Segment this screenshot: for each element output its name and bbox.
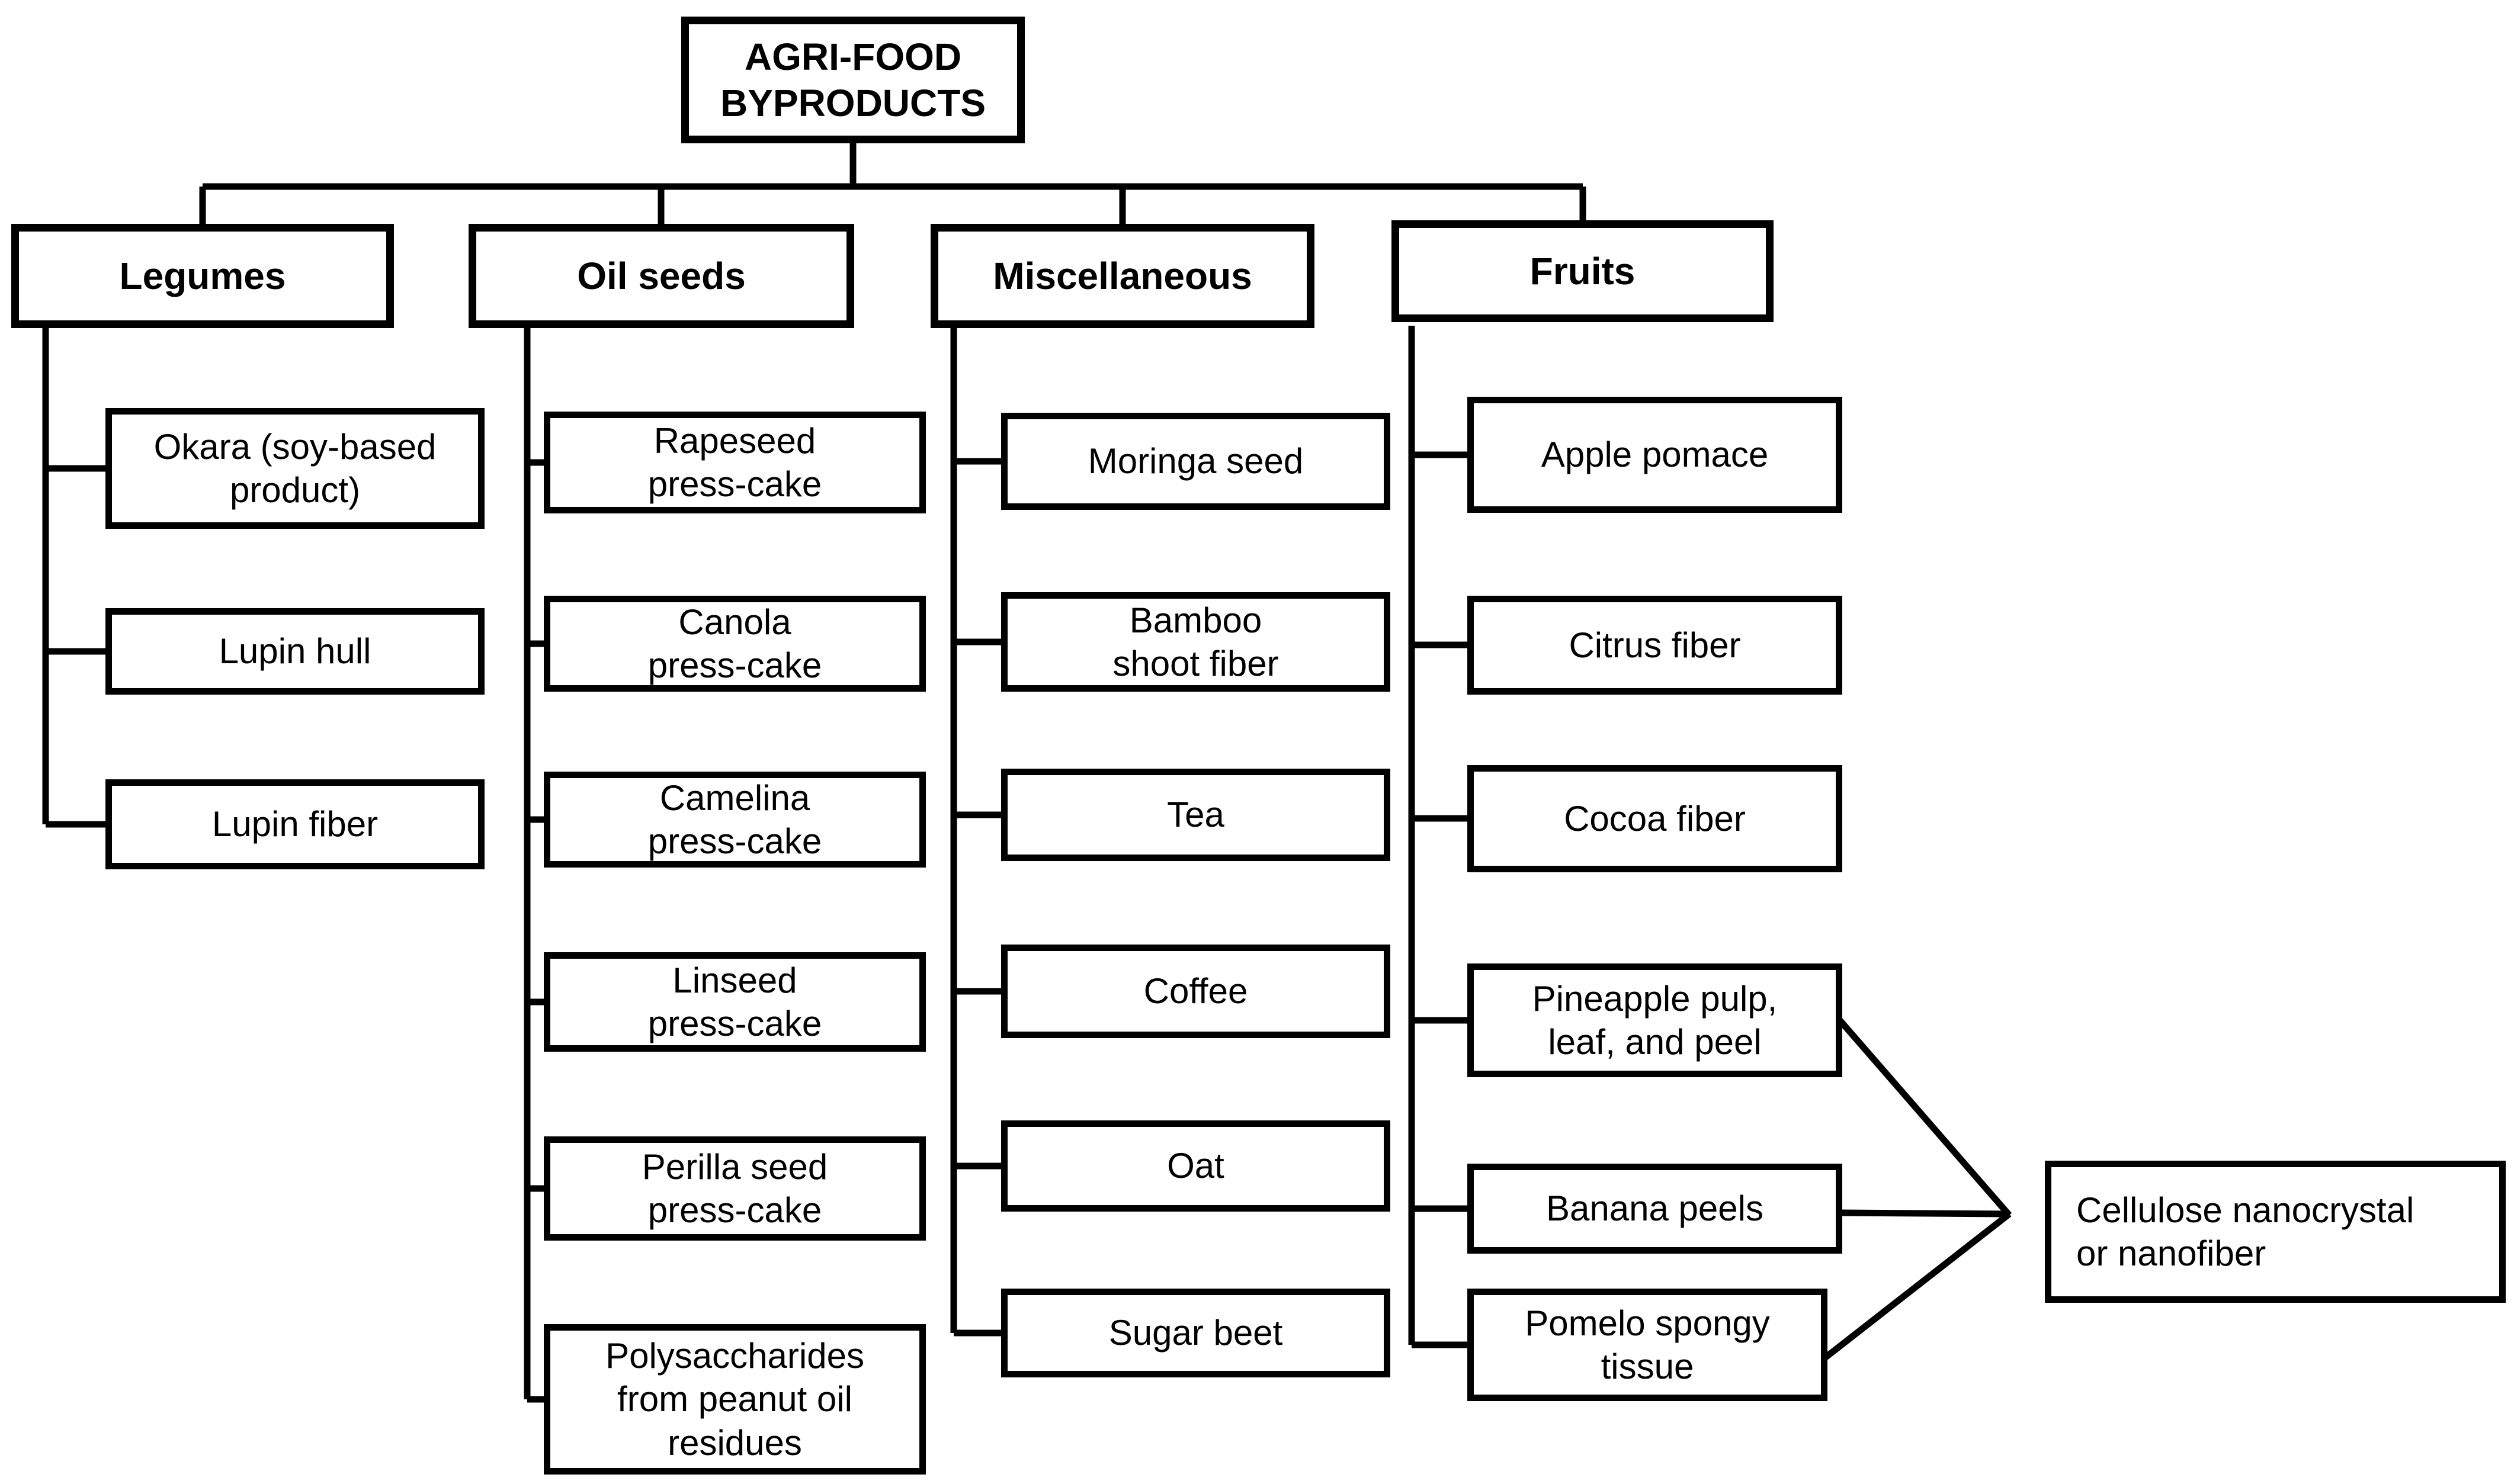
node-pomelo-spongy-tissue: Pomelo spongy tissue (1467, 1289, 1827, 1401)
fruits-spine (1408, 326, 1470, 1348)
node-bamboo-shoot-fiber: Bamboo shoot fiber (1001, 592, 1390, 692)
node-linseed-press-cake: Linseed press-cake (544, 952, 926, 1052)
trunk-connector (199, 143, 1586, 224)
category-fruits: Fruits (1391, 220, 1774, 322)
node-sugar-beet: Sugar beet (1001, 1289, 1390, 1377)
category-miscellaneous: Miscellaneous (931, 224, 1314, 328)
convergence-lines (1823, 1018, 2012, 1360)
node-cellulose-result: Cellulose nanocrystal or nanofiber (2045, 1161, 2506, 1303)
node-cocoa-fiber: Cocoa fiber (1467, 765, 1842, 872)
category-oil-seeds: Oil seeds (469, 224, 854, 328)
miscellaneous-spine (950, 326, 1003, 1337)
oil-seeds-spine (524, 326, 546, 1403)
node-polysaccharides-peanut: Polysaccharides from peanut oil residues (544, 1324, 926, 1475)
node-tea: Tea (1001, 769, 1390, 861)
node-apple-pomace: Apple pomace (1467, 397, 1842, 513)
node-camelina-press-cake: Camelina press-cake (544, 772, 926, 868)
node-pineapple-pulp-leaf-peel: Pineapple pulp, leaf, and peel (1467, 963, 1842, 1077)
node-coffee: Coffee (1001, 945, 1390, 1038)
node-lupin-hull: Lupin hull (105, 608, 485, 695)
node-citrus-fiber: Citrus fiber (1467, 596, 1842, 695)
title-box: AGRI-FOOD BYPRODUCTS (681, 17, 1025, 143)
node-oat: Oat (1001, 1120, 1390, 1212)
category-legumes: Legumes (11, 224, 394, 328)
legumes-spine (42, 326, 108, 828)
node-okara: Okara (soy-based product) (105, 408, 485, 529)
node-moringa-seed: Moringa seed (1001, 413, 1390, 510)
node-banana-peels: Banana peels (1467, 1164, 1842, 1254)
node-canola-press-cake: Canola press-cake (544, 596, 926, 692)
node-perilla-seed-press-cake: Perilla seed press-cake (544, 1136, 926, 1241)
node-rapeseed-press-cake: Rapeseed press-cake (544, 412, 926, 513)
node-lupin-fiber: Lupin fiber (105, 779, 485, 869)
